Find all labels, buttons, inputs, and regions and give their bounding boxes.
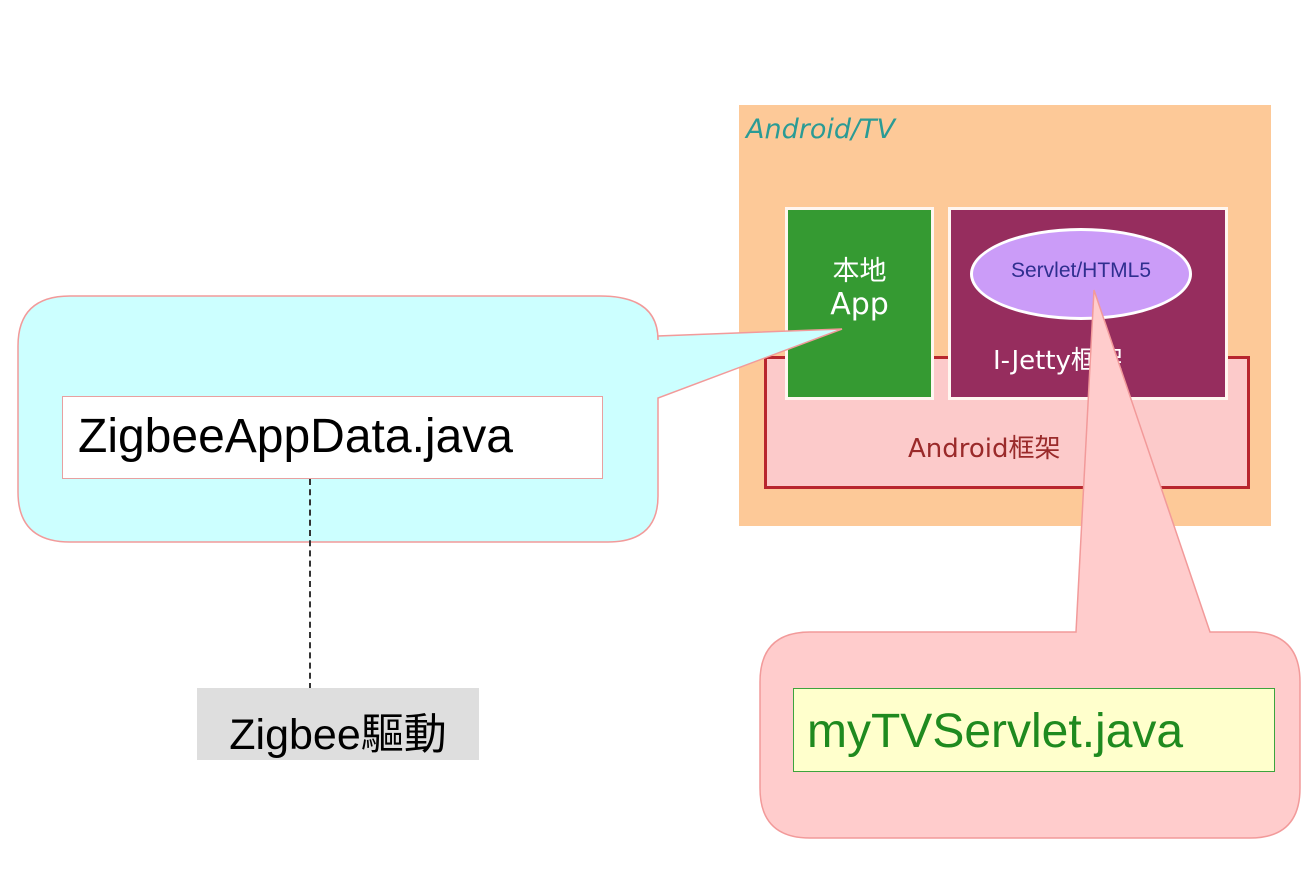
- servlet-html5-label: Servlet/HTML5: [1010, 259, 1152, 282]
- local-app-box: [785, 207, 934, 400]
- local-app-label-line1: 本地: [832, 256, 887, 287]
- zigbee-driver-label: Zigbee驅動: [229, 711, 447, 759]
- my-tv-servlet-box: [793, 688, 1275, 772]
- zigbee-app-data-label: ZigbeeAppData.java: [78, 410, 513, 463]
- dashed-connector: [309, 479, 311, 689]
- my-tv-servlet-label: myTVServlet.java: [807, 705, 1184, 758]
- local-app-label-line2: App: [830, 287, 889, 322]
- android-framework-label: Android框架: [908, 434, 1061, 464]
- zigbee-app-data-box: [62, 396, 603, 479]
- android-tv-title: Android/TV: [746, 114, 896, 145]
- zigbee-driver-box: [197, 688, 479, 760]
- servlet-html5-ellipse: [970, 228, 1192, 320]
